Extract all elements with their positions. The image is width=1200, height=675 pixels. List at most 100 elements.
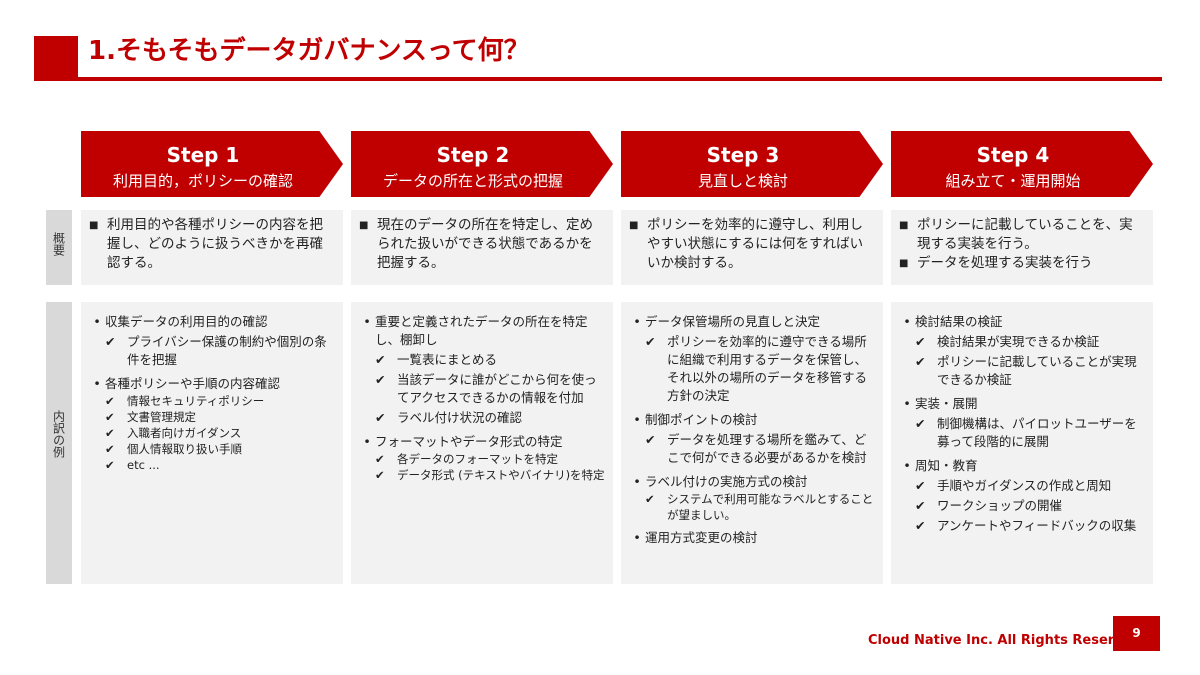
check-text: 一覧表にまとめる [397, 352, 498, 367]
check-item: ✔ アンケートやフィードバックの収集 [915, 517, 1145, 535]
checkmark-icon: ✔ [105, 442, 115, 456]
summary-cell-2: ■現在のデータの所在を特定し、定められた扱いができる状態であるかを把握する。 [351, 210, 613, 285]
detail-bullet: • 収集データの利用目的の確認 [89, 313, 335, 331]
step-header-4: Step 4 組み立て・運用開始 [891, 131, 1153, 197]
dot-bullet-icon: • [633, 314, 641, 329]
summary-cell-1: ■利用目的や各種ポリシーの内容を把握し、どのように扱うべきかを再確認する。 [81, 210, 343, 285]
check-item: ✔制御機構は、パイロットユーザーを募って段階的に展開 [915, 415, 1145, 451]
checkmark-icon: ✔ [915, 518, 926, 533]
checkmark-icon: ✔ [915, 354, 926, 369]
checkmark-icon: ✔ [105, 426, 115, 440]
check-item: ✔情報セキュリティポリシー [105, 393, 335, 409]
detail-group: •フォーマットやデータ形式の特定✔ 各データのフォーマットを特定✔データ形式 (テ… [359, 433, 605, 483]
summary-text: ポリシーに記載していることを、実現する実装を行う。 [917, 217, 1133, 252]
dot-bullet-icon: • [633, 412, 641, 427]
checkmark-icon: ✔ [375, 352, 386, 367]
checkmark-icon: ✔ [915, 334, 926, 349]
checkmark-icon: ✔ [375, 410, 386, 425]
checkmark-icon: ✔ [375, 452, 385, 466]
detail-group: • 検討結果の検証 ✔ 検討結果が実現できるか検証 ✔ ポリシーに記載していることが実現で… [899, 313, 1145, 389]
page-title: 1.そもそもデータガバナンスって何？ [88, 36, 530, 66]
check-item: ✔ ポリシーに記載していることが実現できるか検証 [915, 353, 1145, 389]
summary-text: 利用目的や各種ポリシーの内容を把握し、どのように扱うべきかを再確認する。 [107, 217, 323, 271]
detail-bullet: •ラベル付けの実施方式の検討 [629, 473, 875, 491]
checkmark-icon: ✔ [915, 498, 926, 513]
detail-cell-1: • 収集データの利用目的の確認 ✔プライバシー保護の制約や個別の条件を把握 •各種ポリ… [81, 302, 343, 584]
check-item: ✔ 当該データに誰がどこから何を使ってアクセスできるかの情報を付加 [375, 371, 605, 407]
check-item: ✔プライバシー保護の制約や個別の条件を把握 [105, 333, 335, 369]
dot-bullet-icon: • [903, 396, 911, 411]
dot-bullet-icon: • [93, 314, 101, 329]
title-accent-block [34, 36, 78, 80]
summary-item: ■ ポリシーに記載していることを、実現する実装を行う。 [899, 216, 1145, 254]
row-label-details: 内訳の例 [46, 302, 72, 584]
detail-group: •実装・展開✔制御機構は、パイロットユーザーを募って段階的に展開 [899, 395, 1145, 451]
detail-bullet: •フォーマットやデータ形式の特定 [359, 433, 605, 451]
checkmark-icon: ✔ [375, 372, 386, 387]
summary-text: データを処理する実装を行う [917, 255, 1093, 271]
checkmark-icon: ✔ [105, 334, 116, 349]
dot-bullet-icon: • [363, 314, 371, 329]
check-text: ラベル付け状況の確認 [397, 410, 523, 425]
detail-group: •各種ポリシーや手順の内容確認✔情報セキュリティポリシー✔文書管理規定✔入職者向… [89, 375, 335, 473]
step-header-2: Step 2 データの所在と形式の把握 [351, 131, 613, 197]
summary-cell-3: ■ポリシーを効率的に遵守し、利用しやすい状態にするには何をすればいいか検討する。 [621, 210, 883, 285]
check-text: ポリシーに記載していることが実現できるか検証 [937, 354, 1137, 387]
detail-bullet: • 運用方式変更の検討 [629, 529, 875, 547]
check-item: ✔データ形式 (テキストやバイナリ)を特定 [375, 467, 605, 483]
check-item: ✔etc ... [105, 457, 335, 473]
step-subtitle: 組み立て・運用開始 [945, 172, 1081, 190]
summary-item: ■データを処理する実装を行う [899, 254, 1145, 273]
detail-cell-4: • 検討結果の検証 ✔ 検討結果が実現できるか検証 ✔ ポリシーに記載していることが実現で… [891, 302, 1153, 584]
step-title: Step 2 [436, 143, 510, 167]
detail-bullet: •データ保管場所の見直しと決定 [629, 313, 875, 331]
checkmark-icon: ✔ [645, 334, 656, 349]
check-text: 文書管理規定 [127, 410, 196, 424]
detail-group: • 収集データの利用目的の確認 ✔プライバシー保護の制約や個別の条件を把握 [89, 313, 335, 369]
check-item: ✔ワークショップの開催 [915, 497, 1145, 515]
square-bullet-icon: ■ [359, 220, 369, 231]
check-text: 当該データに誰がどこから何を使ってアクセスできるかの情報を付加 [397, 372, 597, 405]
step-subtitle: データの所在と形式の把握 [382, 172, 563, 190]
check-text: データ形式 (テキストやバイナリ)を特定 [397, 468, 605, 482]
detail-text: 重要と定義されたデータの所在を特定し、棚卸し [375, 314, 588, 347]
square-bullet-icon: ■ [899, 220, 909, 231]
check-item: ✔ ラベル付け状況の確認 [375, 409, 605, 427]
detail-bullet: • 検討結果の検証 [899, 313, 1145, 331]
check-text: システムで利用可能なラベルとすることが望ましい。 [667, 492, 874, 522]
check-text: 入職者向けガイダンス [127, 426, 242, 440]
check-text: 個人情報取り扱い手順 [127, 442, 242, 456]
dot-bullet-icon: • [903, 314, 911, 329]
detail-text: フォーマットやデータ形式の特定 [375, 434, 563, 449]
summary-text: ポリシーを効率的に遵守し、利用しやすい状態にするには何をすればいいか検討する。 [647, 217, 864, 271]
checkmark-icon: ✔ [915, 478, 926, 493]
check-item: ✔ 各データのフォーマットを特定 [375, 451, 605, 467]
detail-text: 収集データの利用目的の確認 [105, 314, 268, 329]
row-label-details-text: 内訳の例 [51, 410, 66, 458]
detail-group: • 運用方式変更の検討 [629, 529, 875, 547]
checkmark-icon: ✔ [645, 492, 655, 506]
step-subtitle: 見直しと検討 [697, 172, 788, 190]
dot-bullet-icon: • [903, 458, 911, 473]
check-item: ✔ポリシーを効率的に遵守できる場所に組織で利用するデータを保管し、それ以外の場所… [645, 333, 875, 405]
detail-text: 検討結果の検証 [915, 314, 1003, 329]
dot-bullet-icon: • [633, 530, 641, 545]
dot-bullet-icon: • [633, 474, 641, 489]
check-item: ✔ 一覧表にまとめる [375, 351, 605, 369]
detail-group: •データ保管場所の見直しと決定 ✔ポリシーを効率的に遵守できる場所に組織で利用する… [629, 313, 875, 405]
check-item: ✔手順やガイダンスの作成と周知 [915, 477, 1145, 495]
check-text: アンケートやフィードバックの収集 [937, 518, 1137, 533]
check-text: 各データのフォーマットを特定 [397, 452, 558, 466]
summary-cell-4: ■ ポリシーに記載していることを、実現する実装を行う。 ■データを処理する実装を行う [891, 210, 1153, 285]
check-text: 検討結果が実現できるか検証 [937, 334, 1100, 349]
dot-bullet-icon: • [93, 376, 101, 391]
detail-bullet: •各種ポリシーや手順の内容確認 [89, 375, 335, 393]
detail-text: 運用方式変更の検討 [645, 530, 758, 545]
checkmark-icon: ✔ [105, 410, 115, 424]
check-text: 制御機構は、パイロットユーザーを募って段階的に展開 [937, 416, 1137, 449]
check-item: ✔ システムで利用可能なラベルとすることが望ましい。 [645, 491, 875, 523]
checkmark-icon: ✔ [105, 394, 115, 408]
step-title: Step 4 [976, 143, 1050, 167]
